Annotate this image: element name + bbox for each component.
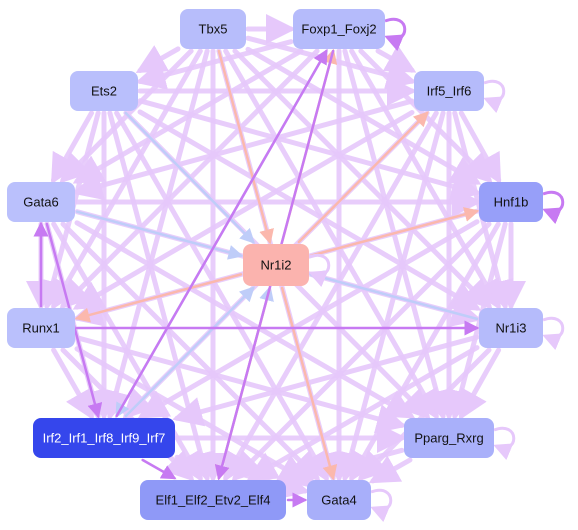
node-label-runx1: Runx1: [22, 321, 60, 336]
node-box-elf1: [140, 480, 286, 520]
node-gata4[interactable]: Gata4: [307, 480, 371, 520]
node-label-foxp1: Foxp1_Foxj2: [301, 22, 376, 37]
edge-irf2-to-elf1: [141, 458, 177, 480]
edge-irf5-to-elf1: [223, 110, 439, 483]
node-label-irf5: Irf5_Irf6: [427, 84, 472, 99]
self-loop-irf5: [483, 79, 506, 114]
node-runx1[interactable]: Runx1: [7, 308, 75, 348]
self-loop-nr1i2: [308, 253, 331, 288]
edge-foxp1-to-irf5: [375, 44, 417, 73]
node-box-pparg: [404, 418, 494, 458]
self-loop-layer: [308, 17, 565, 523]
node-irf2[interactable]: Irf2_Irf1_Irf8_Irf9_Irf7: [33, 418, 175, 458]
edge-runx1-to-irf2: [51, 347, 94, 421]
edge-irf5-to-runx1: [72, 109, 415, 310]
node-gata6[interactable]: Gata6: [7, 182, 75, 222]
node-box-irf5: [414, 71, 484, 111]
node-box-ets2: [70, 71, 138, 111]
node-foxp1[interactable]: Foxp1_Foxj2: [293, 9, 385, 49]
node-box-foxp1: [293, 9, 385, 49]
edge-runx1-to-pparg: [74, 335, 407, 434]
self-loop-hnf1b: [542, 190, 565, 225]
node-hnf1b[interactable]: Hnf1b: [479, 182, 543, 222]
edge-nr1i3-to-elf1: [246, 345, 480, 481]
edge-irf5-to-hnf1b: [458, 110, 502, 185]
edge-nr1i3-to-pparg: [458, 347, 502, 421]
node-label-gata4: Gata4: [321, 493, 356, 508]
node-ets2[interactable]: Ets2: [70, 71, 138, 111]
node-box-nr1i3: [479, 308, 543, 348]
node-label-ets2: Ets2: [91, 84, 117, 99]
node-box-gata4: [307, 480, 371, 520]
node-label-irf2: Irf2_Irf1_Irf8_Irf9_Irf7: [43, 431, 166, 446]
self-loop-gata4: [370, 488, 393, 523]
node-nr1i2[interactable]: Nr1i2: [243, 244, 309, 286]
edge-hnf1b-to-irf2: [137, 219, 480, 419]
self-loop-pparg: [493, 426, 516, 461]
node-label-tbx5: Tbx5: [199, 22, 228, 37]
node-box-runx1: [7, 308, 75, 348]
edge-irf2-to-foxp1: [115, 48, 328, 418]
edge-nr1i2-to-runx1: [74, 273, 243, 323]
node-nr1i3[interactable]: Nr1i3: [479, 308, 543, 348]
edge-nr1i2-to-gata4: [280, 286, 338, 481]
edge-gata6-to-pparg: [74, 220, 416, 419]
node-label-gata6: Gata6: [23, 195, 58, 210]
edge-ets2-to-nr1i3: [137, 109, 482, 311]
node-label-nr1i3: Nr1i3: [495, 321, 526, 336]
node-label-nr1i2: Nr1i2: [260, 258, 291, 273]
node-box-hnf1b: [479, 182, 543, 222]
node-pparg[interactable]: Pparg_Rxrg: [404, 418, 494, 458]
edge-pparg-to-gata4: [368, 455, 413, 484]
self-loop-foxp1: [384, 17, 407, 52]
node-box-nr1i2: [243, 244, 309, 286]
edge-ets2-to-nr1i2: [124, 111, 256, 244]
node-box-irf2: [33, 418, 175, 458]
node-label-pparg: Pparg_Rxrg: [414, 431, 483, 446]
node-tbx5[interactable]: Tbx5: [180, 9, 246, 49]
node-label-elf1: Elf1_Elf2_Etv2_Elf4: [156, 493, 271, 508]
edge-nr1i3-to-nr1i2: [308, 270, 479, 321]
edge-pparg-to-elf1: [283, 447, 405, 489]
node-box-gata6: [7, 182, 75, 222]
edge-ets2-to-gata6: [50, 110, 95, 185]
self-loop-nr1i3: [542, 316, 565, 351]
node-box-tbx5: [180, 9, 246, 49]
edge-irf2-to-nr1i2: [124, 286, 255, 418]
edge-layer: [26, 14, 526, 508]
node-label-hnf1b: Hnf1b: [494, 195, 529, 210]
node-elf1[interactable]: Elf1_Elf2_Etv2_Elf4: [140, 480, 286, 520]
edge-nr1i2-to-hnf1b: [309, 207, 480, 257]
edge-tbx5-to-nr1i2: [217, 49, 274, 245]
node-irf5[interactable]: Irf5_Irf6: [414, 71, 484, 111]
edge-foxp1-to-ets2: [135, 39, 294, 90]
edge-nr1i2-to-irf5: [297, 111, 429, 244]
edge-nr1i3-to-irf2: [172, 334, 480, 427]
